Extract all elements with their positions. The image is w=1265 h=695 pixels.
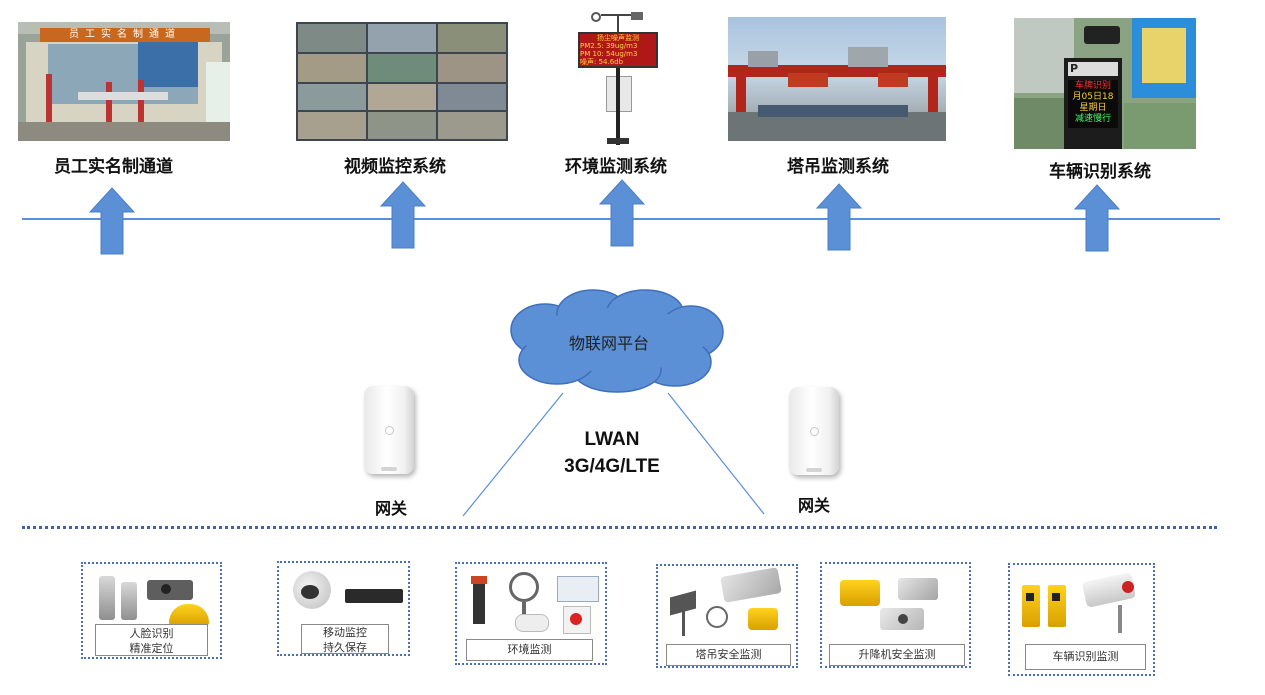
crane-photo	[728, 17, 946, 141]
gateway-device-left	[364, 386, 414, 474]
vehicle-display-line1: 车牌识别	[1074, 81, 1111, 91]
device-label-mobile-line1: 移动监控	[323, 626, 367, 639]
device-box-crane-safety: 塔吊安全监测	[656, 564, 798, 668]
up-arrow-crane	[815, 183, 863, 251]
device-box-elevator-safety: 升降机安全监测	[820, 562, 971, 668]
gateway-device-right	[789, 387, 839, 475]
device-label-face: 人脸识别 精准定位	[95, 624, 208, 656]
staff-gate-sign: 员工实名制通道	[69, 29, 181, 40]
device-label-vehicle: 车辆识别监测	[1025, 644, 1146, 670]
vehicle-display-line2: 月05日18	[1072, 92, 1114, 102]
up-arrow-staff	[88, 187, 136, 255]
system-label-staff-gate: 员工实名制通道	[54, 157, 173, 177]
device-box-environment: 环境监测	[455, 562, 607, 665]
up-arrow-video	[379, 181, 427, 249]
device-box-face-recognition: 人脸识别 精准定位	[81, 562, 222, 659]
system-label-crane: 塔吊监测系统	[787, 157, 889, 177]
device-label-elevator: 升降机安全监测	[829, 644, 965, 666]
up-arrow-vehicle	[1073, 184, 1121, 252]
gateway-label-left: 网关	[375, 499, 408, 518]
staff-gate-photo: 员工实名制通道	[18, 22, 230, 141]
env-display-line2: PM2.5: 39ug/m3	[580, 42, 638, 50]
device-label-mobile: 移动监控 持久保存	[301, 624, 389, 654]
device-label-environment: 环境监测	[466, 639, 593, 661]
system-label-vehicle: 车辆识别系统	[1049, 162, 1151, 182]
iot-platform-label: 物联网平台	[569, 334, 650, 353]
gateway-label-right: 网关	[798, 496, 831, 515]
environment-monitor-photo: 扬尘噪声监测 PM2.5: 39ug/m3 PM 10: 54ug/m3 噪声:…	[573, 10, 663, 145]
vehicle-display-p: P	[1070, 62, 1079, 75]
env-display-line3: PM 10: 54ug/m3	[580, 50, 638, 58]
device-box-mobile-monitoring: 移动监控 持久保存	[277, 561, 410, 656]
system-label-environment: 环境监测系统	[565, 157, 667, 177]
video-wall-photo	[296, 22, 508, 141]
env-display-line1: 扬尘噪声监测	[597, 34, 639, 42]
up-arrow-environment	[598, 179, 646, 247]
device-label-face-line1: 人脸识别	[129, 627, 174, 640]
system-label-video: 视频监控系统	[344, 157, 446, 177]
vehicle-display-line3: 星期日	[1079, 103, 1107, 113]
iot-platform-cloud-icon	[510, 289, 724, 393]
vehicle-recognition-photo: P 车牌识别 月05日18 星期日 减速慢行	[1014, 18, 1196, 149]
device-label-face-line2: 精准定位	[129, 642, 174, 655]
dotted-divider	[22, 526, 1217, 529]
env-display-line4: 噪声: 54.6db	[580, 58, 624, 66]
device-label-mobile-line2: 持久保存	[323, 641, 367, 654]
device-box-vehicle-recognition: 车辆识别监测	[1008, 563, 1155, 676]
vehicle-display-line4: 减速慢行	[1074, 114, 1111, 124]
protocol-label-lwan: LWAN	[584, 429, 640, 450]
protocol-label-cellular: 3G/4G/LTE	[564, 456, 660, 477]
device-label-crane: 塔吊安全监测	[666, 644, 791, 666]
